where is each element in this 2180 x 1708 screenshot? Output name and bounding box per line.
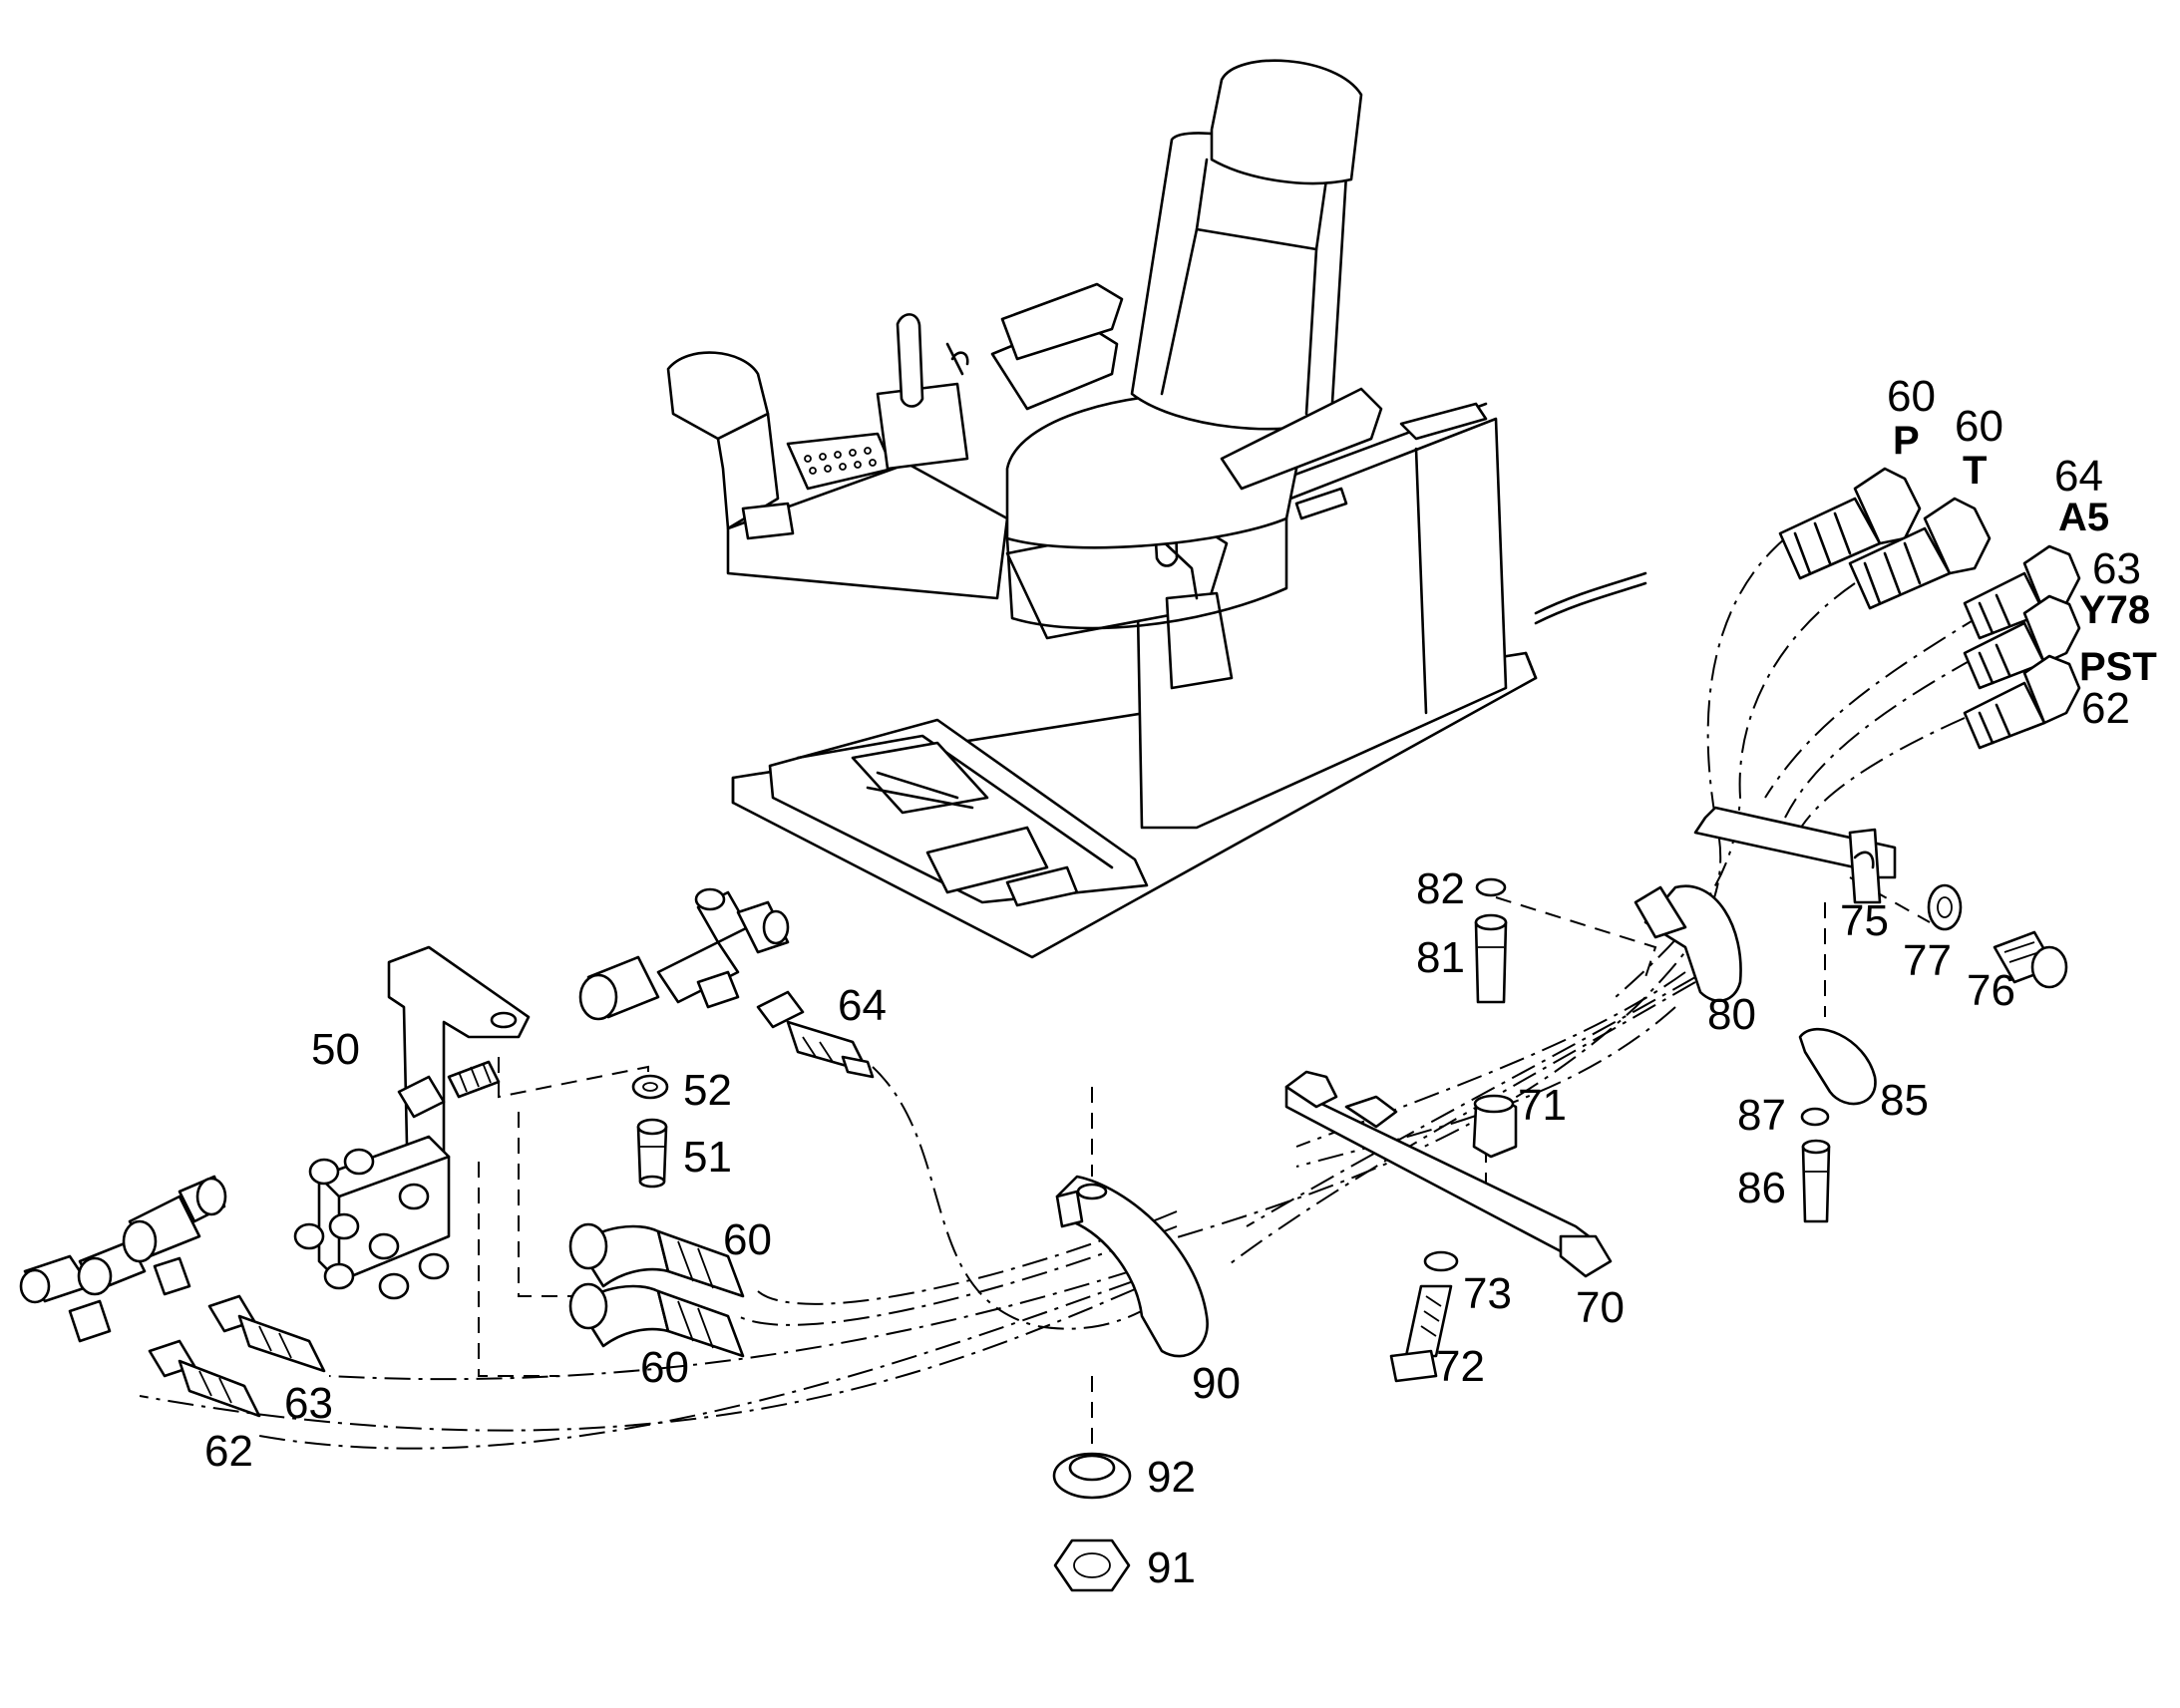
port-label-a5: A5 xyxy=(2058,496,2109,539)
bracket-assembly-right xyxy=(1474,806,2068,1223)
callout-75: 75 xyxy=(1840,896,1889,945)
port-label-pst: PST xyxy=(2079,645,2157,689)
callout-62-pst: 62 xyxy=(2081,684,2130,733)
callout-82: 82 xyxy=(1416,864,1465,913)
port-label-p: P xyxy=(1893,419,1920,463)
callout-80: 80 xyxy=(1707,990,1756,1039)
callout-85: 85 xyxy=(1880,1076,1929,1125)
callout-87: 87 xyxy=(1737,1091,1786,1140)
callout-63-left: 63 xyxy=(284,1379,333,1428)
callout-60-upper-elbow: 60 xyxy=(723,1215,772,1264)
callout-60-t: 60 xyxy=(1955,402,2003,451)
part-callouts: 60 P 60 T 64 A5 63 Y78 PST 62 82 81 75 7… xyxy=(204,372,2157,1592)
callout-64-a5: 64 xyxy=(2054,452,2103,501)
callout-62-left: 62 xyxy=(204,1427,253,1476)
callout-90: 90 xyxy=(1192,1359,1241,1408)
port-label-y78: Y78 xyxy=(2079,588,2150,632)
callout-92: 92 xyxy=(1147,1453,1196,1502)
callout-52: 52 xyxy=(683,1066,732,1115)
callout-71: 71 xyxy=(1518,1081,1567,1130)
clamp-assembly-bottom xyxy=(1052,1175,1209,1592)
callout-60-lower-elbow: 60 xyxy=(640,1343,689,1392)
callout-81: 81 xyxy=(1416,933,1465,982)
callout-77: 77 xyxy=(1903,936,1952,985)
callout-63-y78: 63 xyxy=(2092,544,2141,593)
callout-76: 76 xyxy=(1967,966,2015,1015)
callout-91: 91 xyxy=(1147,1543,1196,1592)
callout-73: 73 xyxy=(1463,1269,1512,1318)
port-label-t: T xyxy=(1963,449,1987,493)
callout-86: 86 xyxy=(1737,1164,1786,1212)
callout-60-p: 60 xyxy=(1887,372,1936,421)
callout-51: 51 xyxy=(683,1133,732,1182)
upper-right-fittings xyxy=(1778,467,2081,750)
callout-72: 72 xyxy=(1436,1342,1485,1391)
callout-64-left: 64 xyxy=(838,981,887,1030)
callout-50: 50 xyxy=(311,1025,360,1074)
manifold-assembly-left xyxy=(19,887,875,1418)
callout-70: 70 xyxy=(1576,1283,1625,1332)
operator-cab-drawing xyxy=(666,59,1647,959)
bracket-assembly-middle xyxy=(1284,1070,1613,1383)
